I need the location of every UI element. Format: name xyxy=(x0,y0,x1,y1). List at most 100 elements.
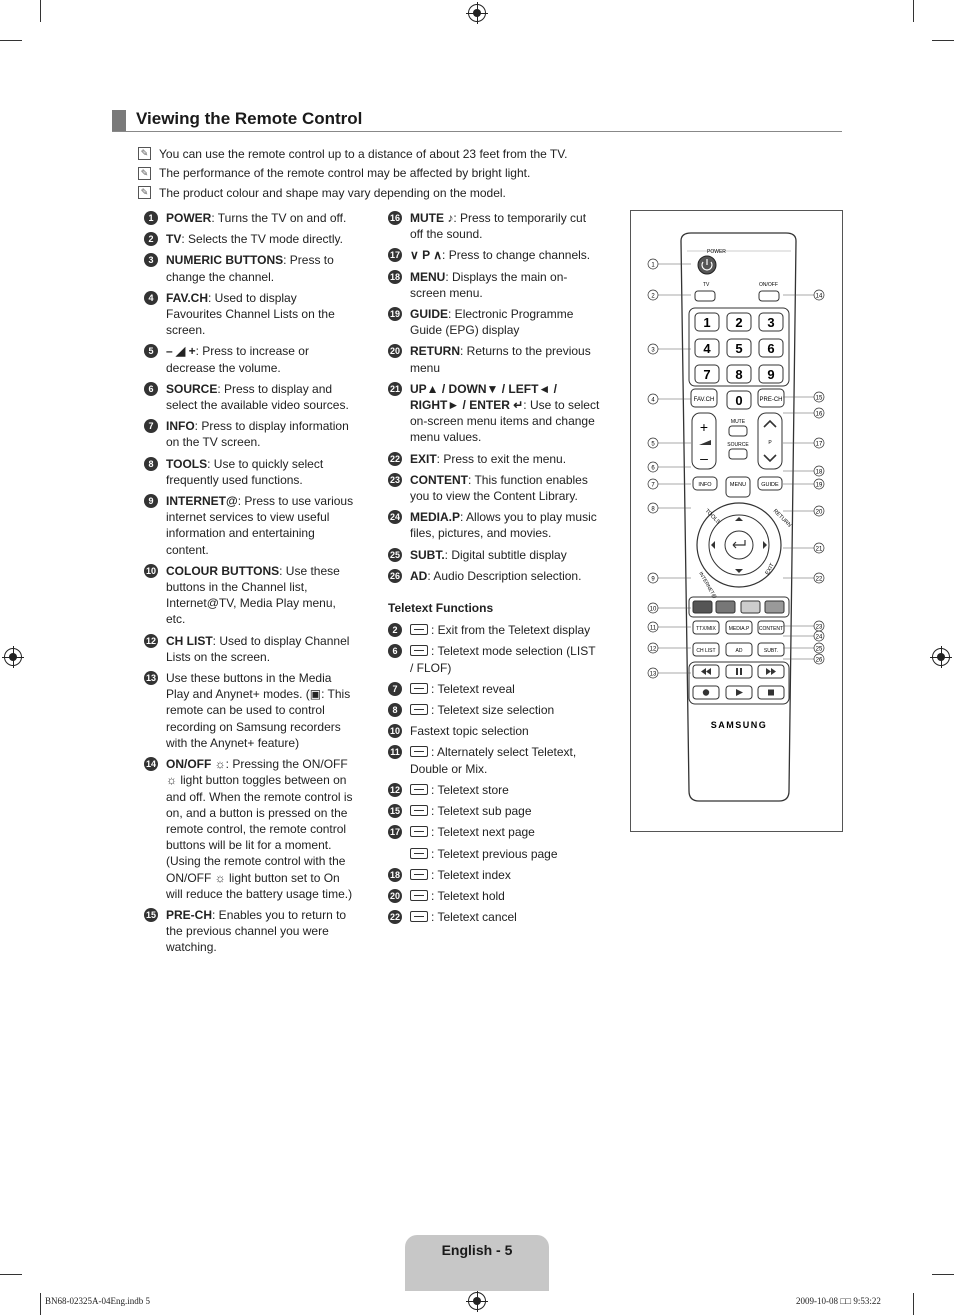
item-text: ON/OFF ☼: Pressing the ON/OFF ☼ light bu… xyxy=(166,757,353,901)
callout-number: 13 xyxy=(650,671,657,677)
item-number-badge: 6 xyxy=(388,644,402,659)
crop-mark xyxy=(0,1274,22,1275)
callout-marker xyxy=(813,407,825,419)
item-number-badge: 6 xyxy=(144,381,158,396)
callout-marker xyxy=(647,667,659,679)
callout-marker xyxy=(813,630,825,642)
callout-marker xyxy=(813,642,825,654)
callout-number: 16 xyxy=(816,411,823,417)
yellow-button xyxy=(740,600,761,614)
item-number-badge: 17 xyxy=(388,825,402,840)
callout-number: 24 xyxy=(816,634,823,640)
ad-button xyxy=(725,642,753,657)
item-text: : Teletext index xyxy=(410,867,600,883)
description-item: 17∨ P ∧: Press to change channels. xyxy=(388,247,600,263)
info-button xyxy=(692,476,718,491)
item-text: CONTENT: This function enables you to vi… xyxy=(410,472,588,504)
item-text: INTERNET@: Press to use various internet… xyxy=(166,494,354,557)
item-number-badge: 8 xyxy=(144,456,158,471)
teletext-item: 11: Alternately select Teletext, Double … xyxy=(388,744,600,776)
item-text: GUIDE: Electronic Programme Guide (EPG) … xyxy=(410,307,574,338)
callout-marker xyxy=(813,437,825,449)
item-text: : Teletext next page xyxy=(410,824,600,840)
content-label: CONTENT xyxy=(759,626,783,632)
callout-number: 20 xyxy=(816,509,823,515)
item-text: SOURCE: Press to display and select the … xyxy=(166,381,349,413)
callout-number: 12 xyxy=(650,646,657,652)
red-button xyxy=(692,600,713,614)
number-button-9 xyxy=(758,364,784,384)
callout-marker xyxy=(647,461,659,473)
volume-rocker xyxy=(691,412,717,470)
item-text: – ◢ +: Press to increase or decrease the… xyxy=(166,344,309,375)
media-control-frame xyxy=(688,661,790,705)
item-text: UP▲ / DOWN▼ / LEFT◄ / RIGHT► / ENTER ↵: … xyxy=(410,381,600,445)
callout-number: 15 xyxy=(816,395,823,401)
number-button-7 xyxy=(694,364,720,384)
guide-button xyxy=(757,476,783,491)
callout-marker xyxy=(813,505,825,517)
item-number-badge: 25 xyxy=(388,547,402,562)
item-number-badge: 13 xyxy=(144,671,158,686)
item-number-badge: 11 xyxy=(388,745,402,760)
teletext-item: 20 : Teletext hold xyxy=(388,888,600,904)
callout-number: 6 xyxy=(651,465,655,471)
item-number-badge: 7 xyxy=(144,419,158,434)
tv-button xyxy=(694,290,716,302)
callout-number: 10 xyxy=(650,606,657,612)
note-item: ✎You can use the remote control up to a … xyxy=(138,144,838,164)
number-button-2 xyxy=(726,312,752,332)
callout-number: 14 xyxy=(816,293,823,299)
number-button-5 xyxy=(726,338,752,358)
info-label: INFO xyxy=(698,482,712,488)
item-number-badge: 2 xyxy=(388,623,402,638)
callout-number: 23 xyxy=(816,624,823,630)
callout-marker xyxy=(647,258,659,270)
item-number-badge: 22 xyxy=(388,451,402,466)
crop-mark xyxy=(913,1293,914,1315)
callout-number: 17 xyxy=(816,441,823,447)
item-text: CH LIST: Used to display Channel Lists o… xyxy=(166,633,350,664)
item-text: : Exit from the Teletext display xyxy=(410,622,600,638)
item-text: AD: Audio Description selection. xyxy=(410,568,582,583)
callout-number: 7 xyxy=(651,482,655,488)
callout-marker xyxy=(647,343,659,355)
description-item: 25 SUBT.: Digital subtitle display xyxy=(388,547,600,563)
item-text: : Teletext store xyxy=(410,782,600,798)
item-number-badge: 20 xyxy=(388,888,402,903)
callout-marker xyxy=(647,437,659,449)
callout-number: 11 xyxy=(650,625,657,631)
teletext-button-icon xyxy=(410,704,428,716)
callout-marker xyxy=(813,391,825,403)
number-label: 3 xyxy=(767,315,774,330)
item-text: MUTE ♪: Press to temporarily cut off the… xyxy=(410,211,587,242)
callout-marker xyxy=(813,572,825,584)
item-text: Use these buttons in the Media Play and … xyxy=(166,671,351,750)
item-text: RETURN: Returns to the previous menu xyxy=(410,344,591,375)
section-title-bar: Viewing the Remote Control xyxy=(112,108,842,132)
callout-number: 19 xyxy=(816,482,823,488)
item-number-badge: 9 xyxy=(144,494,158,509)
page-footer-tab: English - 5 xyxy=(405,1235,549,1291)
item-text: SUBT.: Digital subtitle display xyxy=(410,547,567,562)
callout-number: 9 xyxy=(651,576,655,582)
brand-logo: SAMSUNG xyxy=(711,720,768,730)
source-button xyxy=(728,448,748,460)
callout-marker xyxy=(647,602,659,614)
exit-label: EXIT xyxy=(765,562,777,576)
source-label: SOURCE xyxy=(727,442,749,448)
notes-list: ✎You can use the remote control up to a … xyxy=(138,144,838,203)
teletext-button-icon xyxy=(410,783,428,795)
item-text: : Teletext hold xyxy=(410,888,600,904)
description-item: 5– ◢ +: Press to increase or decrease th… xyxy=(144,343,354,375)
callout-number: 2 xyxy=(651,293,655,299)
subt-button xyxy=(757,642,785,657)
item-number-badge: 14 xyxy=(144,757,158,772)
